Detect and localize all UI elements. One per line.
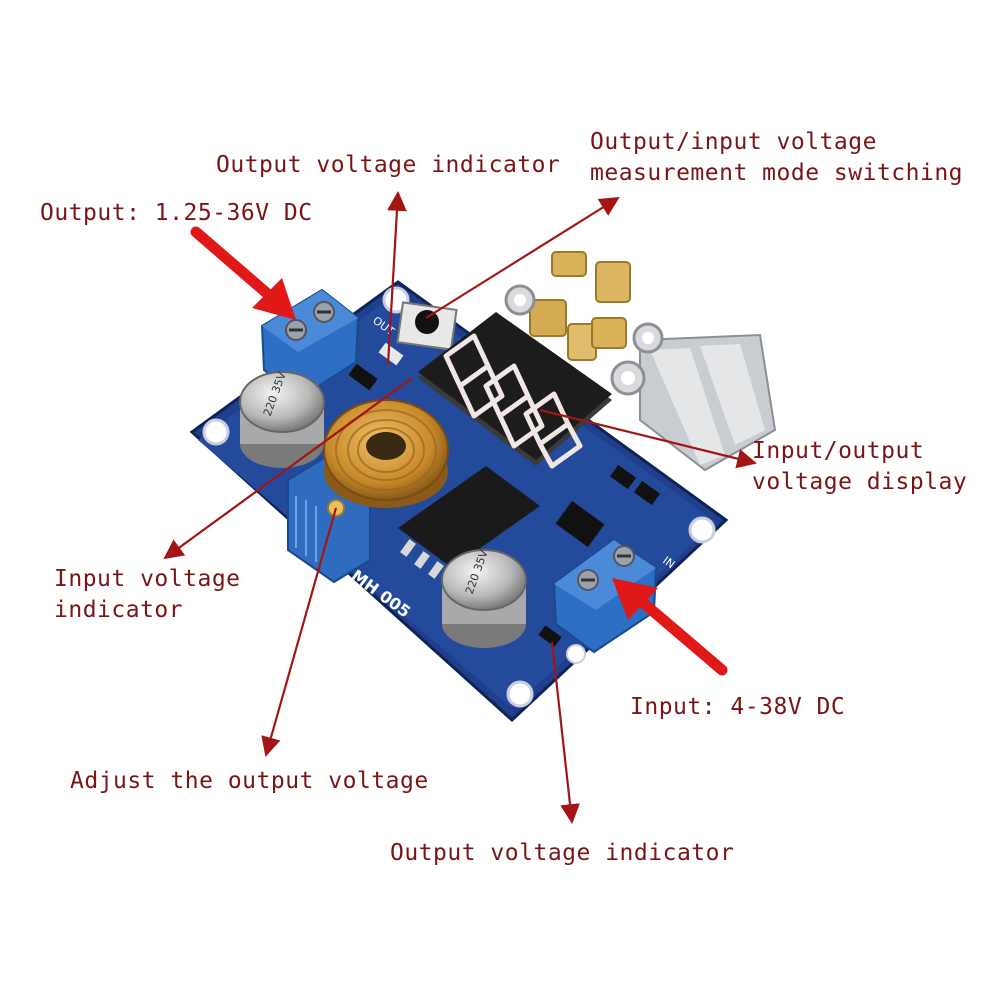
label-adjust-output-voltage: Adjust the output voltage bbox=[70, 768, 429, 794]
arrow-adjust bbox=[261, 507, 338, 757]
regulator-ic bbox=[398, 466, 540, 579]
label-output-voltage-indicator-top: Output voltage indicator bbox=[216, 152, 561, 178]
label-mode-switching: Output/input voltage measurement mode sw… bbox=[590, 127, 963, 189]
voltage-display bbox=[418, 312, 612, 469]
arrow-output-indicator-top bbox=[386, 191, 407, 366]
arrow-output-indicator-bottom bbox=[550, 641, 580, 824]
toroid-inductor bbox=[323, 399, 449, 508]
label-display: Input/output voltage display bbox=[752, 436, 967, 498]
label-display-line1: Input/output bbox=[752, 438, 925, 464]
arrow-output-terminal bbox=[190, 226, 296, 320]
mode-switch-button bbox=[396, 301, 458, 351]
arrow-display bbox=[539, 408, 757, 469]
label-input-voltage-indicator: Input voltage indicator bbox=[54, 564, 241, 626]
label-input-indicator-line2: indicator bbox=[54, 597, 184, 623]
annotation-arrows bbox=[163, 191, 757, 824]
label-input-indicator-line1: Input voltage bbox=[54, 566, 241, 592]
big-arrows bbox=[190, 226, 728, 676]
arrow-mode-switching bbox=[425, 196, 620, 319]
brass-standoffs bbox=[504, 251, 631, 361]
input-terminal-block bbox=[552, 538, 658, 654]
capacitor-right: 220 35V bbox=[441, 548, 527, 648]
capacitor-left: 220 35V bbox=[239, 370, 325, 468]
label-output-range: Output: 1.25-36V DC bbox=[40, 200, 313, 226]
arrow-input-terminal bbox=[612, 578, 728, 676]
label-mode-switching-line1: Output/input voltage bbox=[590, 129, 877, 155]
label-mode-switching-line2: measurement mode switching bbox=[590, 160, 964, 186]
label-output-voltage-indicator-bottom: Output voltage indicator bbox=[390, 840, 735, 866]
arrow-input-indicator bbox=[163, 377, 413, 560]
label-display-line2: voltage display bbox=[752, 469, 968, 495]
heatsink-bracket bbox=[610, 322, 777, 472]
label-input-range: Input: 4-38V DC bbox=[630, 694, 846, 720]
